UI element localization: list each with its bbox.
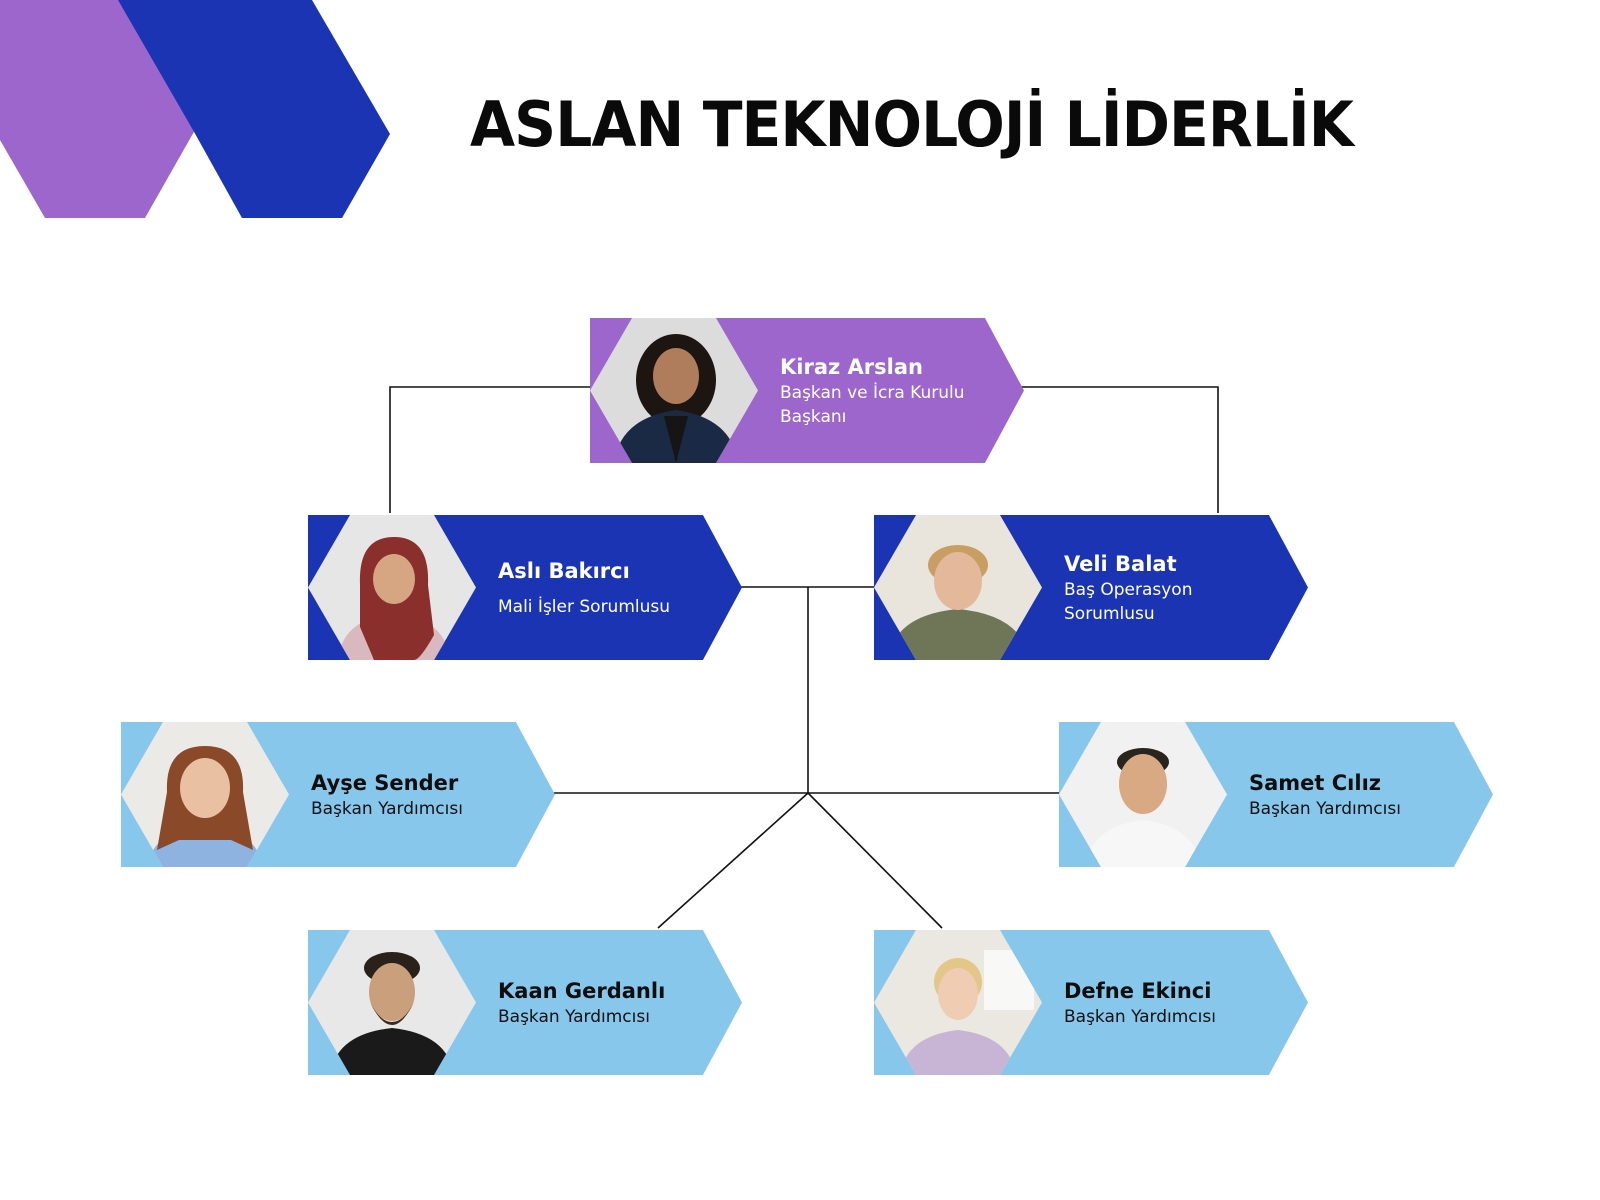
person-role: Başkan Yardımcısı [311, 798, 463, 819]
avatar [1059, 722, 1227, 867]
person-role: Mali İşler Sorumlusu [498, 596, 671, 617]
node-text: Ayşe Sender Başkan Yardımcısı [311, 722, 515, 867]
org-node-vp-bottom-right[interactable]: Defne Ekinci Başkan Yardımcısı [874, 930, 1308, 1075]
node-text: Veli Balat Baş Operasyon Sorumlusu [1064, 515, 1268, 660]
avatar [308, 515, 476, 660]
org-node-cfo[interactable]: Aslı Bakırcı Mali İşler Sorumlusu [308, 515, 742, 660]
node-text: Samet Cılız Başkan Yardımcısı [1249, 722, 1453, 867]
org-node-ceo[interactable]: Kiraz Arslan Başkan ve İcra Kurulu Başka… [590, 318, 1024, 463]
avatar [121, 722, 289, 867]
connector-ceo-to-cfo [389, 386, 590, 513]
person-name: Aslı Bakırcı [498, 558, 630, 583]
person-name: Veli Balat [1064, 551, 1177, 576]
org-node-vp-bottom-left[interactable]: Kaan Gerdanlı Başkan Yardımcısı [308, 930, 742, 1075]
connector-to-vp-bottom-left [657, 792, 809, 929]
corner-chevrons-decoration [0, 0, 390, 218]
connector-to-vp-bottom-right [807, 792, 943, 929]
person-role: Başkan Yardımcısı [1249, 798, 1401, 819]
org-node-vp-left[interactable]: Ayşe Sender Başkan Yardımcısı [121, 722, 555, 867]
node-text: Kaan Gerdanlı Başkan Yardımcısı [498, 930, 702, 1075]
purple-chevron-shape [0, 0, 195, 218]
org-node-coo[interactable]: Veli Balat Baş Operasyon Sorumlusu [874, 515, 1308, 660]
person-name: Samet Cılız [1249, 770, 1381, 795]
person-name: Defne Ekinci [1064, 978, 1212, 1003]
node-text: Aslı Bakırcı Mali İşler Sorumlusu [498, 515, 702, 660]
person-role: Baş Operasyon Sorumlusu [1064, 579, 1193, 624]
person-name: Ayşe Sender [311, 770, 459, 795]
person-role: Başkan Yardımcısı [1064, 1006, 1216, 1027]
blue-chevron-shape [118, 0, 390, 218]
page-title: ASLAN TEKNOLOJİ LİDERLİK [470, 88, 1354, 161]
node-text: Defne Ekinci Başkan Yardımcısı [1064, 930, 1268, 1075]
person-name: Kiraz Arslan [780, 354, 923, 379]
org-node-vp-right[interactable]: Samet Cılız Başkan Yardımcısı [1059, 722, 1493, 867]
person-role: Başkan Yardımcısı [498, 1006, 650, 1027]
node-text: Kiraz Arslan Başkan ve İcra Kurulu Başka… [780, 318, 984, 463]
person-name: Kaan Gerdanlı [498, 978, 666, 1003]
person-role: Başkan ve İcra Kurulu Başkanı [780, 382, 965, 427]
connector-ceo-to-coo [1018, 386, 1219, 513]
avatar [874, 515, 1042, 660]
